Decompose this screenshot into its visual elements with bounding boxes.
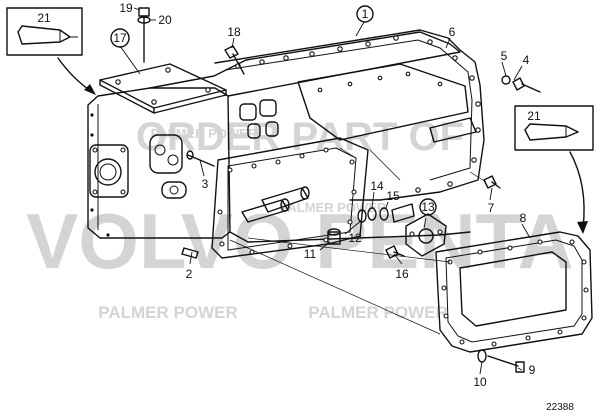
callout-leaders — [119, 7, 531, 375]
callout-10: 10 — [473, 375, 487, 389]
drawing-number: 22388 — [546, 402, 574, 413]
top-cover-rib — [297, 63, 469, 141]
inset-frame — [514, 105, 594, 151]
callout-8: 8 — [520, 211, 527, 225]
housing-port-upper — [149, 134, 183, 174]
housing-port-lower — [161, 181, 187, 199]
callout-5: 5 — [501, 49, 508, 63]
pointer-arrow-left — [57, 57, 93, 93]
watermark-line2: VOLVO PENTA — [26, 197, 574, 285]
fasteners — [137, 7, 541, 373]
side-cover-inner — [445, 239, 583, 343]
side-cover-panel — [459, 251, 567, 327]
callout-21-left: 21 — [37, 11, 51, 25]
callout-21-right: 21 — [527, 109, 541, 123]
side-opening-frame — [211, 137, 369, 259]
top-cover-and-gasket — [214, 29, 485, 201]
side-cover — [435, 231, 593, 353]
callout-9: 9 — [529, 363, 536, 377]
callout-20: 20 — [158, 13, 172, 27]
callout-2: 2 — [186, 267, 193, 281]
callout-19: 19 — [119, 1, 133, 15]
callout-1: 1 — [362, 7, 369, 21]
assembly-lines — [229, 147, 487, 335]
top-cover-slot — [429, 117, 477, 143]
callout-circle-13 — [419, 198, 437, 216]
callout-6: 6 — [449, 25, 456, 39]
side-opening-outer — [211, 137, 369, 259]
top-cover-outline — [214, 29, 485, 201]
callout-17: 17 — [113, 31, 127, 45]
callout-11: 11 — [304, 247, 317, 261]
watermark-brand-4: PALMER POWER — [308, 303, 447, 322]
housing-side-flange — [89, 144, 129, 198]
sealant-tube-icon — [17, 25, 71, 45]
callout-circle-1 — [356, 5, 374, 23]
side-cover-holes — [441, 239, 589, 347]
housing-bottom-edge — [229, 231, 471, 243]
sealant-inset-left — [6, 7, 96, 95]
callout-14: 14 — [370, 179, 384, 193]
callout-3: 3 — [202, 177, 209, 191]
top-cover-holes — [235, 35, 481, 193]
housing-top-surface — [149, 31, 461, 97]
callout-circle-17 — [110, 28, 130, 48]
callout-15: 15 — [386, 189, 400, 203]
callout-4: 4 — [523, 53, 530, 67]
top-gasket-inner — [224, 39, 473, 181]
callout-7: 7 — [488, 201, 495, 215]
callout-labels: 1 2 3 4 5 6 7 8 9 10 11 12 13 14 15 16 1… — [37, 1, 541, 389]
sealant-inset-right — [514, 105, 594, 234]
side-opening-inner — [227, 147, 357, 251]
watermark-brand-1: PALMER POWER — [151, 126, 258, 141]
callout-13: 13 — [421, 200, 435, 214]
callout-12: 12 — [348, 231, 362, 245]
adapter-flange — [405, 213, 447, 257]
sealant-tube-icon — [524, 123, 579, 141]
pointer-arrow-right — [569, 151, 585, 229]
callout-18: 18 — [227, 25, 241, 39]
inspection-cover — [99, 63, 227, 114]
inset-frame — [6, 7, 83, 56]
side-cover-outer — [435, 231, 593, 353]
side-opening-holes — [217, 147, 357, 255]
callout-16: 16 — [395, 267, 409, 281]
watermark: ORDER PART OF VOLVO PENTA PALMER POWER P… — [26, 115, 574, 322]
watermark-brand-3: PALMER POWER — [98, 303, 237, 322]
